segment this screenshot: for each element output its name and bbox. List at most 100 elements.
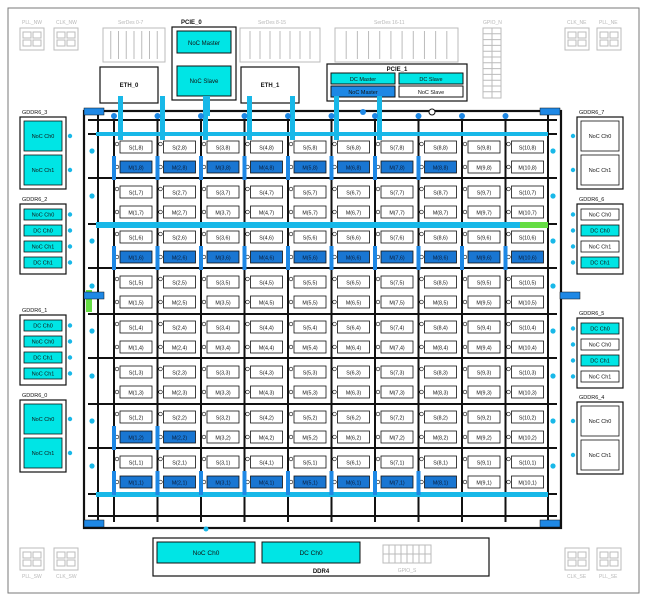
master-cell[interactable]: [206, 430, 240, 444]
master-cell[interactable]: [424, 340, 457, 354]
master-cell[interactable]: [467, 385, 501, 399]
eth-0-block[interactable]: ETH_0: [99, 66, 159, 104]
slave-cell[interactable]: [467, 410, 501, 424]
master-cell[interactable]: [511, 295, 544, 309]
pcie-1-dc-slave[interactable]: [398, 72, 464, 85]
master-cell[interactable]: [293, 475, 327, 489]
master-cell[interactable]: [467, 475, 501, 489]
master-cell[interactable]: [511, 205, 544, 219]
master-cell[interactable]: [424, 250, 457, 264]
master-cell[interactable]: [424, 205, 457, 219]
master-cell[interactable]: [250, 295, 283, 309]
master-cell[interactable]: [337, 385, 370, 399]
master-cell[interactable]: [467, 295, 501, 309]
slave-cell[interactable]: [250, 410, 283, 424]
master-cell[interactable]: [380, 340, 414, 354]
pcie-1-noc-slave[interactable]: [398, 85, 464, 98]
slave-cell[interactable]: [337, 365, 370, 379]
master-cell[interactable]: [206, 340, 240, 354]
slave-cell[interactable]: [206, 365, 240, 379]
master-cell[interactable]: [293, 430, 327, 444]
slave-cell[interactable]: [250, 365, 283, 379]
gddr-channel[interactable]: [23, 154, 63, 186]
slave-cell[interactable]: [511, 365, 544, 379]
slave-cell[interactable]: [163, 275, 196, 289]
gddr-channel[interactable]: [580, 240, 620, 253]
gddr-channel[interactable]: [23, 120, 63, 152]
slave-cell[interactable]: [293, 140, 327, 154]
slave-cell[interactable]: [467, 320, 501, 334]
master-cell[interactable]: [467, 430, 501, 444]
slave-cell[interactable]: [467, 230, 501, 244]
master-cell[interactable]: [250, 205, 283, 219]
gddr-channel[interactable]: [580, 120, 620, 152]
slave-cell[interactable]: [250, 275, 283, 289]
gddr-channel[interactable]: [580, 208, 620, 221]
master-cell[interactable]: [293, 205, 327, 219]
master-cell[interactable]: [424, 475, 457, 489]
slave-cell[interactable]: [380, 185, 414, 199]
slave-cell[interactable]: [511, 320, 544, 334]
slave-cell[interactable]: [163, 365, 196, 379]
slave-cell[interactable]: [337, 410, 370, 424]
master-cell[interactable]: [163, 475, 196, 489]
master-cell[interactable]: [380, 250, 414, 264]
gddr-channel[interactable]: [580, 154, 620, 186]
slave-cell[interactable]: [206, 275, 240, 289]
slave-cell[interactable]: [250, 320, 283, 334]
slave-cell[interactable]: [163, 320, 196, 334]
slave-cell[interactable]: [163, 455, 196, 469]
gddr-channel[interactable]: [580, 256, 620, 269]
gddr-channel[interactable]: [23, 351, 63, 364]
slave-cell[interactable]: [337, 320, 370, 334]
pcie-1-dc-master[interactable]: [330, 72, 396, 85]
gddr-channel[interactable]: [23, 240, 63, 253]
ddr4-dc-ch0[interactable]: [261, 541, 361, 564]
master-cell[interactable]: [163, 430, 196, 444]
master-cell[interactable]: [250, 250, 283, 264]
master-cell[interactable]: [511, 385, 544, 399]
gddr-channel[interactable]: [23, 367, 63, 380]
slave-cell[interactable]: [424, 455, 457, 469]
master-cell[interactable]: [337, 295, 370, 309]
master-cell[interactable]: [119, 250, 153, 264]
slave-cell[interactable]: [163, 185, 196, 199]
master-cell[interactable]: [467, 205, 501, 219]
master-cell[interactable]: [119, 205, 153, 219]
slave-cell[interactable]: [119, 185, 153, 199]
master-cell[interactable]: [163, 205, 196, 219]
slave-cell[interactable]: [337, 185, 370, 199]
slave-cell[interactable]: [119, 455, 153, 469]
master-cell[interactable]: [163, 340, 196, 354]
gddr-channel[interactable]: [580, 405, 620, 437]
slave-cell[interactable]: [337, 140, 370, 154]
master-cell[interactable]: [337, 160, 370, 174]
slave-cell[interactable]: [424, 140, 457, 154]
gddr-channel[interactable]: [23, 208, 63, 221]
slave-cell[interactable]: [293, 320, 327, 334]
slave-cell[interactable]: [206, 185, 240, 199]
slave-cell[interactable]: [380, 275, 414, 289]
master-cell[interactable]: [380, 430, 414, 444]
master-cell[interactable]: [380, 205, 414, 219]
slave-cell[interactable]: [424, 365, 457, 379]
slave-cell[interactable]: [424, 230, 457, 244]
master-cell[interactable]: [511, 160, 544, 174]
slave-cell[interactable]: [206, 455, 240, 469]
master-cell[interactable]: [380, 385, 414, 399]
slave-cell[interactable]: [380, 140, 414, 154]
slave-cell[interactable]: [119, 410, 153, 424]
master-cell[interactable]: [337, 475, 370, 489]
gddr-channel[interactable]: [23, 335, 63, 348]
slave-cell[interactable]: [511, 455, 544, 469]
slave-cell[interactable]: [293, 410, 327, 424]
slave-cell[interactable]: [119, 320, 153, 334]
ddr4-noc-ch0[interactable]: [156, 541, 256, 564]
slave-cell[interactable]: [206, 230, 240, 244]
slave-cell[interactable]: [250, 455, 283, 469]
master-cell[interactable]: [380, 160, 414, 174]
master-cell[interactable]: [380, 295, 414, 309]
slave-cell[interactable]: [467, 455, 501, 469]
slave-cell[interactable]: [424, 320, 457, 334]
slave-cell[interactable]: [293, 275, 327, 289]
